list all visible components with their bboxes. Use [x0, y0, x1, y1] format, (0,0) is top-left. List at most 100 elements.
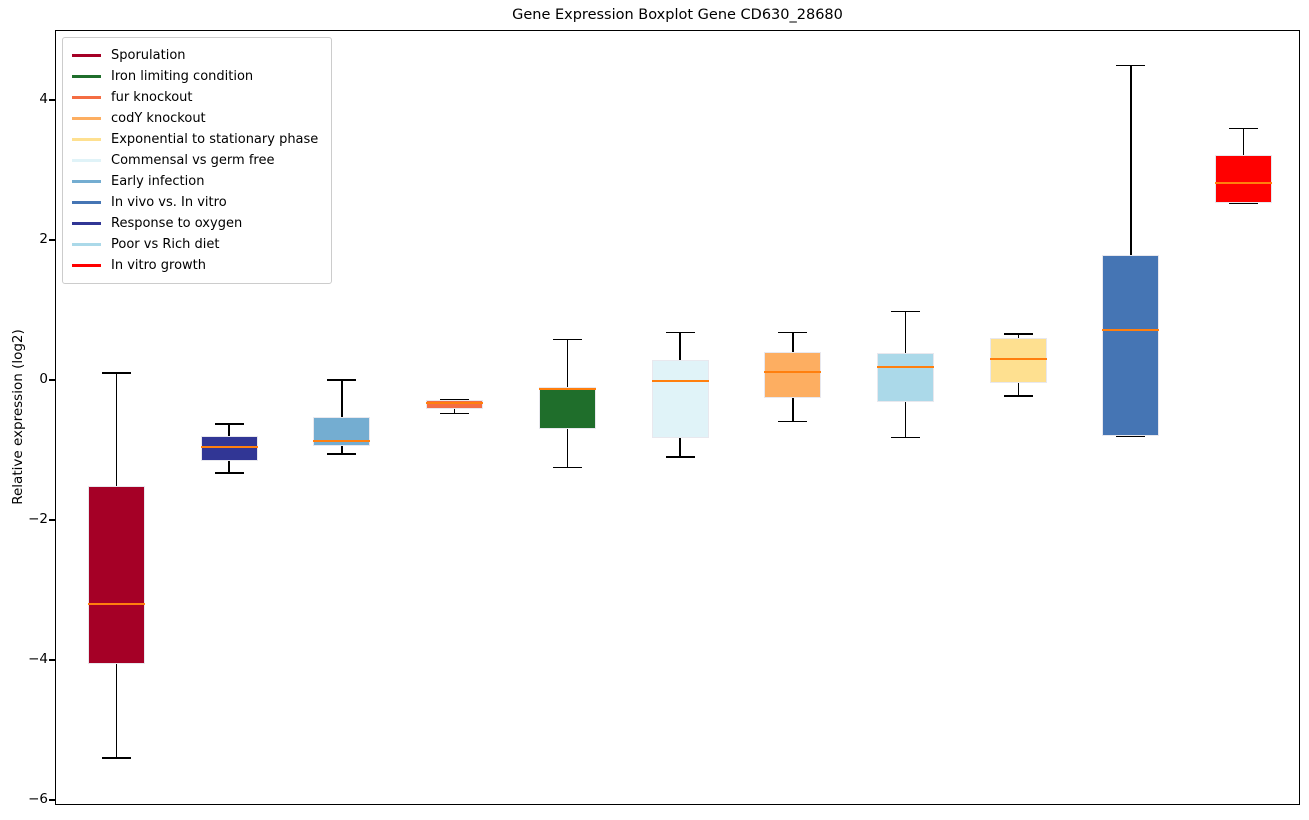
legend-label: In vivo vs. In vitro: [111, 195, 227, 210]
upper-cap: [1003, 333, 1033, 335]
legend-swatch: [72, 201, 101, 204]
median-line: [764, 371, 822, 374]
lower-cap: [891, 436, 921, 439]
legend-label: Iron limiting condition: [111, 69, 254, 84]
upper-whisker: [904, 311, 907, 354]
lower-cap: [327, 453, 357, 455]
box-fur-knockout: [426, 399, 484, 409]
lower-whisker: [341, 445, 343, 455]
lower-whisker: [228, 460, 230, 474]
ytick-label: −4: [28, 651, 48, 668]
upper-whisker: [566, 339, 569, 387]
legend-item-in-vitro-growth: In vitro growth: [72, 255, 318, 276]
legend-item-exponential-to-stationary-phase: Exponential to stationary phase: [72, 129, 318, 150]
lower-cap: [665, 456, 695, 458]
median-line: [426, 402, 484, 405]
plot-frame: [55, 30, 1300, 805]
upper-cap: [552, 338, 582, 341]
ytick-mark: [49, 659, 55, 661]
legend-label: Exponential to stationary phase: [111, 132, 319, 147]
legend-label: Response to oxygen: [111, 216, 243, 231]
legend-swatch: [72, 117, 101, 120]
median-line: [1215, 181, 1273, 184]
upper-cap: [327, 379, 357, 381]
lower-whisker: [679, 438, 681, 457]
lower-cap: [778, 420, 808, 423]
legend-label: Early infection: [111, 174, 205, 189]
lower-whisker: [1017, 382, 1019, 397]
legend-item-in-vivo-vs-in-vitro: In vivo vs. In vitro: [72, 192, 318, 213]
box-poor-vs-rich-diet: [877, 353, 935, 403]
upper-cap: [891, 310, 921, 313]
lower-whisker: [792, 397, 794, 422]
ytick-mark: [49, 799, 55, 801]
median-line: [1102, 328, 1160, 331]
lower-whisker: [453, 408, 456, 414]
legend-label: Poor vs Rich diet: [111, 237, 220, 252]
ytick-label: 4: [39, 91, 48, 107]
upper-cap: [665, 331, 695, 334]
median-line: [88, 603, 145, 606]
box-in-vitro-growth: [1215, 155, 1273, 203]
lower-cap: [440, 412, 470, 415]
box-sporulation: [88, 486, 145, 664]
upper-cap: [102, 372, 131, 374]
lower-cap: [1003, 395, 1033, 397]
box-iron-limiting-condition: [538, 387, 596, 429]
upper-whisker: [1017, 333, 1019, 338]
legend-swatch: [72, 75, 101, 78]
lower-cap: [214, 472, 244, 474]
box-cody-knockout: [764, 352, 822, 398]
ytick-label: 0: [39, 371, 48, 387]
lower-whisker: [566, 429, 569, 468]
legend-item-fur-knockout: fur knockout: [72, 87, 318, 108]
legend-swatch: [72, 222, 101, 225]
legend-item-poor-vs-rich-diet: Poor vs Rich diet: [72, 234, 318, 255]
upper-whisker: [792, 332, 794, 352]
lower-cap: [1116, 435, 1146, 437]
lower-cap: [102, 757, 131, 759]
ytick-mark: [49, 239, 55, 241]
median-line: [651, 380, 709, 383]
ytick-label: 2: [39, 231, 48, 247]
median-line: [538, 388, 596, 391]
chart-title: Gene Expression Boxplot Gene CD630_28680: [512, 7, 843, 23]
y-axis-label: Relative expression (log2): [10, 329, 26, 505]
legend-swatch: [72, 96, 101, 99]
legend-swatch: [72, 138, 101, 141]
legend-item-sporulation: Sporulation: [72, 45, 318, 66]
legend-label: Commensal vs germ free: [111, 153, 275, 168]
legend-label: In vitro growth: [111, 258, 206, 273]
upper-whisker: [1130, 65, 1132, 256]
legend-swatch: [72, 159, 101, 162]
legend-item-cody-knockout: codY knockout: [72, 108, 318, 129]
plot-area: [55, 30, 1300, 805]
ytick-mark: [49, 519, 55, 521]
ytick-label: −6: [28, 791, 48, 808]
upper-whisker: [679, 332, 681, 360]
legend-item-response-to-oxygen: Response to oxygen: [72, 213, 318, 234]
legend-label: codY knockout: [111, 111, 206, 126]
lower-whisker: [904, 402, 907, 438]
upper-whisker: [341, 380, 343, 418]
legend-label: fur knockout: [111, 90, 193, 105]
legend-item-commensal-vs-germ-free: Commensal vs germ free: [72, 150, 318, 171]
legend-swatch: [72, 243, 101, 246]
box-commensal-vs-germ-free: [651, 359, 709, 439]
upper-whisker: [115, 373, 118, 487]
ytick-label: −2: [28, 511, 48, 528]
legend-swatch: [72, 180, 101, 183]
median-line: [877, 365, 935, 368]
legend-label: Sporulation: [111, 48, 186, 63]
legend-item-iron-limiting-condition: Iron limiting condition: [72, 66, 318, 87]
upper-cap: [1229, 127, 1259, 130]
legend-item-early-infection: Early infection: [72, 171, 318, 192]
median-line: [200, 445, 258, 448]
median-line: [989, 358, 1047, 360]
box-in-vivo-vs-in-vitro: [1102, 255, 1160, 436]
upper-whisker: [1242, 128, 1245, 156]
upper-cap: [778, 331, 808, 334]
upper-cap: [1116, 64, 1146, 67]
legend-swatch: [72, 264, 101, 267]
